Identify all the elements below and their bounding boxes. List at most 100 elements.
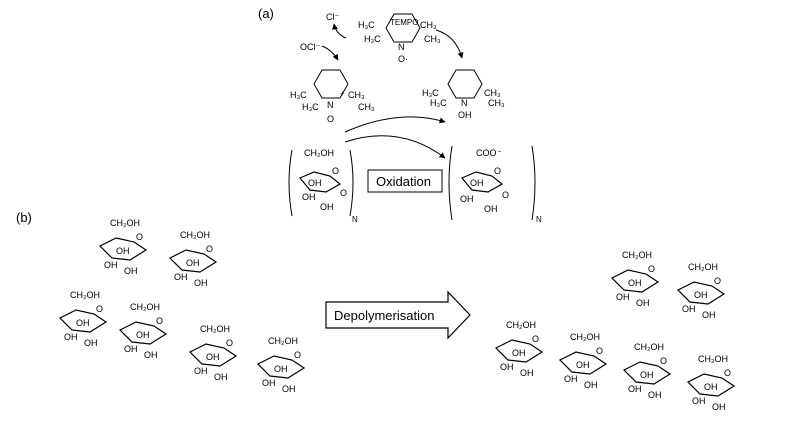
oxoammonium: + H₃C H₃C CH₃ CH₃ N O — [290, 69, 375, 124]
svg-text:CH₃: CH₃ — [424, 34, 441, 44]
ring-label: CH₂OH — [622, 250, 652, 260]
ring-label: O — [724, 368, 731, 378]
ring-label: OH — [512, 348, 526, 358]
ring-label: OH — [282, 384, 296, 394]
ring-label: CH₂OH — [200, 324, 230, 334]
ring-label: CH₂OH — [268, 336, 298, 346]
ring-label: OH — [712, 402, 726, 412]
ring-label: OH — [694, 290, 708, 300]
svg-text:H₃C: H₃C — [364, 34, 381, 44]
ring-label: CH₂OH — [634, 342, 664, 352]
ring-label: O — [660, 356, 667, 366]
glucose-ring: CH₂OH O OH OH OH — [676, 262, 726, 320]
ring-label: O — [714, 276, 721, 286]
svg-text:O: O — [340, 188, 347, 198]
svg-text:H₃C: H₃C — [430, 98, 447, 108]
svg-text:O: O — [502, 190, 509, 200]
ring-label: CH₂OH — [688, 262, 718, 272]
ring-label: OH — [144, 350, 158, 360]
svg-text:+: + — [340, 89, 345, 98]
ring-label: O — [156, 316, 163, 326]
svg-text:CH₃: CH₃ — [358, 102, 375, 112]
svg-text:-: - — [498, 146, 501, 156]
ring-label: OH — [274, 364, 288, 374]
svg-text:OH: OH — [460, 194, 474, 204]
svg-text:OH: OH — [470, 178, 484, 188]
ring-label: OH — [500, 362, 514, 372]
glucose-ring: CH₂OH O OH OH OH — [98, 218, 148, 276]
ring-label: OH — [136, 330, 150, 340]
svg-text:O: O — [332, 166, 339, 176]
glucose-ring: CH₂OH O OH OH OH — [610, 250, 660, 308]
ring-label: OH — [64, 332, 78, 342]
disaccharide-product: CH₂OH O OH OH OH CH₂OH O OH OH OH — [610, 250, 726, 320]
ring-label: OH — [84, 338, 98, 348]
ring-label: OH — [628, 278, 642, 288]
tempo-radical: TEMPO H₃C H₃C CH₃ CH₃ N O· — [358, 13, 441, 64]
svg-text:CH₃: CH₃ — [488, 98, 505, 108]
ring-label: O — [648, 264, 655, 274]
svg-text:H₃C: H₃C — [302, 102, 319, 112]
svg-text:OH: OH — [308, 178, 322, 188]
ring-label: CH₂OH — [698, 354, 728, 364]
ring-label: CH₂OH — [110, 218, 140, 228]
ring-label: OH — [194, 278, 208, 288]
linear-product-chain: CH₂OHOOHOHOHCH₂OHOOHOHOHCH₂OHOOHOHOHCH₂O… — [494, 320, 736, 412]
ring-label: OH — [124, 266, 138, 276]
ring-label: O — [532, 334, 539, 344]
ring-label: O — [226, 338, 233, 348]
cellulose-unit: CH₂OH O OH OH OH O N — [288, 148, 358, 224]
ring-label: OH — [704, 382, 718, 392]
ring-label: O — [294, 350, 301, 360]
svg-text:CH₃: CH₃ — [484, 88, 501, 98]
ring-label: OH — [116, 246, 130, 256]
svg-text:CH₂OH: CH₂OH — [304, 148, 334, 158]
svg-text:H₃C: H₃C — [290, 90, 307, 100]
svg-text:O: O — [327, 114, 334, 124]
chloride-ion: Cl⁻ — [326, 12, 339, 22]
ring-label: OH — [616, 292, 630, 302]
oxidation-label: Oxidation — [376, 174, 431, 189]
svg-text:N: N — [536, 215, 542, 224]
svg-text:N: N — [352, 215, 358, 224]
ring-label: OH — [702, 310, 716, 320]
ring-label: OH — [682, 304, 696, 314]
ring-label: OH — [640, 370, 654, 380]
ring-label: O — [96, 304, 103, 314]
svg-text:N: N — [327, 100, 334, 110]
tempo-cycle: TEMPO H₃C H₃C CH₃ CH₃ N O· + H₃C H₃C CH₃… — [290, 12, 505, 159]
branched-polysaccharide: CH₂OHOOHOHOHCH₂OHOOHOHOHCH₂OHOOHOHOHCH₂O… — [58, 218, 306, 394]
svg-text:OH: OH — [320, 202, 334, 212]
ring-label: OH — [194, 366, 208, 376]
hydroxylamine: H₃C H₃C CH₃ CH₃ N OH — [422, 69, 505, 120]
carboxylate-label: COO — [476, 148, 497, 158]
oxidation-box — [367, 169, 443, 193]
svg-text:OH: OH — [302, 192, 316, 202]
ring-label: OH — [104, 260, 118, 270]
tempo-tag: TEMPO — [390, 18, 418, 27]
ring-label: CH₂OH — [506, 320, 536, 330]
ring-label: O — [206, 244, 213, 254]
ring-label: OH — [564, 374, 578, 384]
svg-text:H₃C: H₃C — [358, 20, 375, 30]
depolymerisation-arrow: Depolymerisation — [325, 290, 471, 340]
svg-text:O·: O· — [398, 54, 408, 64]
panel-b-label: (b) — [16, 210, 32, 225]
ring-label: OH — [186, 258, 200, 268]
panel-a-label: (a) — [258, 6, 274, 21]
ring-label: CH₂OH — [130, 302, 160, 312]
ring-label: O — [136, 232, 143, 242]
hypochlorite-ion: OCl⁻ — [300, 42, 320, 52]
svg-text:N: N — [398, 42, 405, 52]
svg-text:CH₃: CH₃ — [348, 90, 365, 100]
ring-label: OH — [636, 298, 650, 308]
svg-text:OH: OH — [484, 204, 498, 214]
